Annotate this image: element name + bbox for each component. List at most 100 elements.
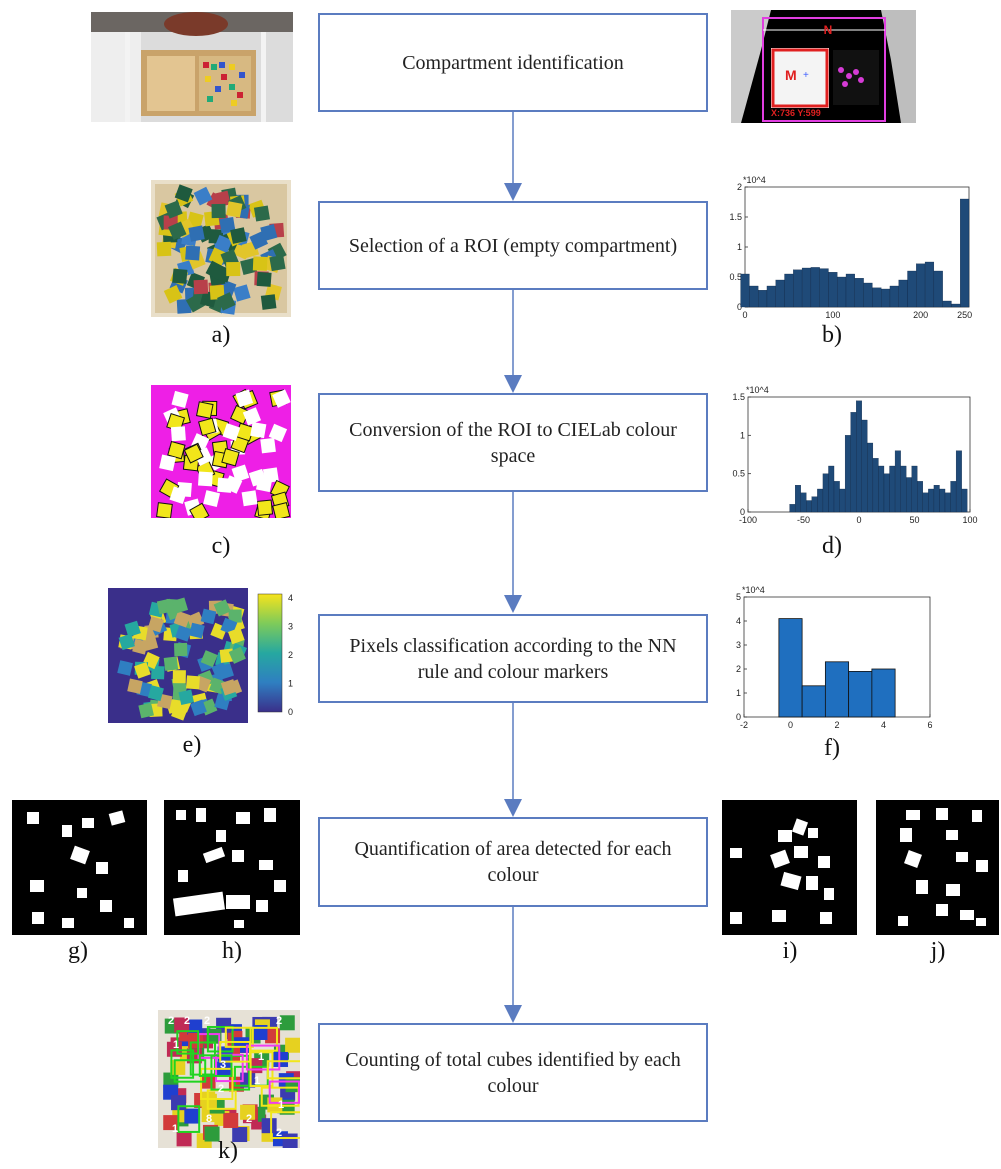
count-label: 2 [184,1015,190,1027]
bar [778,618,803,718]
bar [800,492,807,513]
caption-b: b) [822,322,842,348]
bar [924,261,935,308]
count-label: 3 [220,1059,226,1071]
x-tick-label: -50 [797,515,810,525]
caption-c: c) [211,533,231,559]
bar [795,485,801,513]
count-label: 1 [254,1075,260,1087]
bar [854,278,864,308]
caption-i: i) [782,938,798,964]
caption-h: h) [222,938,242,964]
x-tick-label: 100 [962,515,977,525]
bar [917,481,923,513]
bar [878,465,885,513]
cielab-image [151,385,291,518]
bar [894,450,901,513]
caption-g: g) [68,938,88,964]
svg-text:+: + [803,70,809,81]
bar [898,279,908,308]
y-tick-label: 5 [736,592,741,602]
mask-g [12,800,147,935]
bar [839,488,846,513]
bar [881,288,891,308]
mask-j [876,800,999,935]
step-6-text: Counting of total cubes identified by ea… [345,1048,681,1097]
bar [828,272,838,308]
step-1-text: Compartment identification [402,51,624,74]
exponent-label: *10^4 [743,175,766,185]
bar [848,671,873,718]
compartment-detection: N M + X:736 Y:599 [731,10,916,123]
bar [889,285,899,308]
marker-n: N [824,23,833,37]
x-tick-label: 100 [825,310,840,320]
bar [961,488,968,513]
step-2-text: Selection of a ROI (empty compartment) [348,234,678,257]
exponent-label: *10^4 [742,585,765,595]
bar [950,481,957,513]
step-2-box: Selection of a ROI (empty compartment) [318,201,708,290]
exponent-label: *10^4 [746,385,769,395]
x-tick-label: 0 [788,720,793,730]
bar [758,290,768,308]
step-5-box: Quantification of area detected for each… [318,817,708,907]
colorbar [257,593,283,713]
bar [844,435,851,513]
caption-d: d) [822,533,842,559]
y-tick-label: 0.5 [729,272,742,282]
marker-m: M [785,67,797,83]
x-tick-label: 50 [909,515,919,525]
bar [861,419,868,513]
bar [939,488,946,513]
bar [749,285,759,308]
y-tick-label: 2 [737,182,742,192]
bar [806,500,812,513]
count-label: 2 [168,1015,174,1027]
bar [900,465,907,513]
bar [951,303,961,308]
colorbar-tick: 3 [288,622,293,632]
bar [863,282,873,308]
x-tick-label: 250 [957,310,972,320]
bar [810,267,820,308]
bar [850,412,857,513]
bar [955,450,962,513]
bar [867,442,874,513]
count-label: 2 [246,1113,252,1125]
bar [775,279,785,308]
bar [784,273,794,308]
x-tick-label: -100 [739,515,757,525]
y-tick-label: 1 [737,242,742,252]
x-tick-label: 200 [913,310,928,320]
colorbar-tick: 1 [288,679,293,689]
caption-j: j) [930,938,946,964]
colorbar-tick: 4 [288,593,293,603]
count-label: 2 [218,1083,224,1095]
bar [824,661,850,718]
y-tick-label: 2 [736,664,741,674]
y-tick-label: 0.5 [732,469,745,479]
bar [856,400,862,513]
bar [922,492,929,513]
bar [872,458,879,513]
step-4-box: Pixels classification according to the N… [318,614,708,703]
bar [833,481,840,513]
caption-e: e) [182,732,202,758]
count-label: 8 [206,1113,212,1125]
bar [933,485,940,513]
bar [872,287,882,308]
coords-label: X:736 Y:599 [771,108,821,118]
bar [871,668,896,718]
caption-f: f) [824,735,840,761]
bar [889,465,896,513]
bar [933,270,943,308]
count-label: 2 [204,1015,210,1027]
bar [845,273,855,308]
bar [911,465,918,513]
